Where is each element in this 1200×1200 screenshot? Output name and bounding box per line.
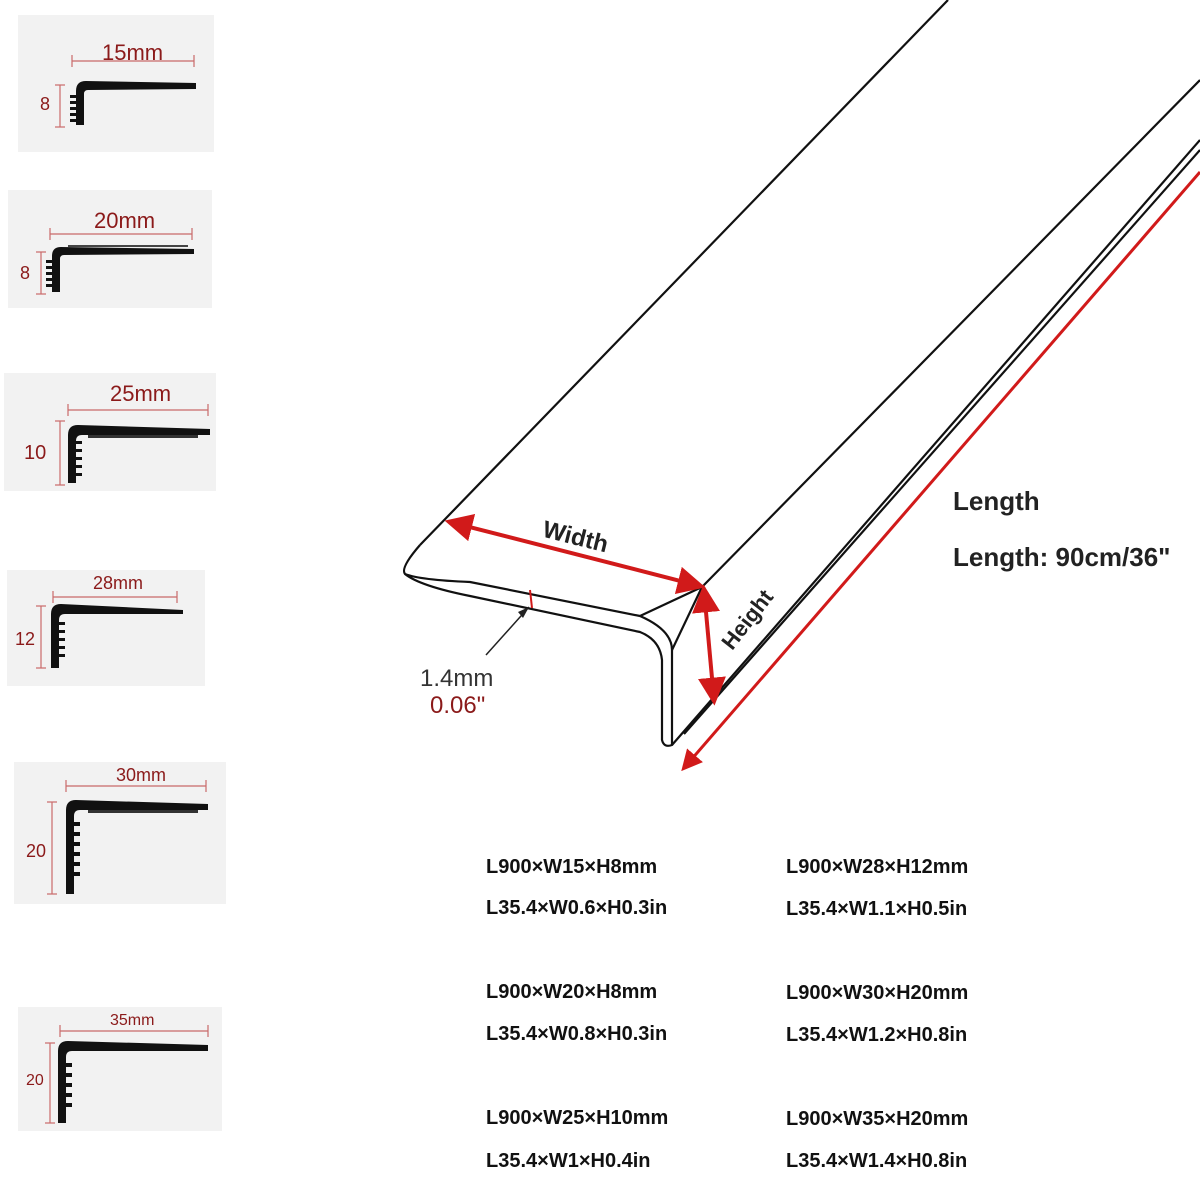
profile-card-35mm: 35mm 20 — [18, 1007, 222, 1131]
spec-in: L35.4×W1.2×H0.8in — [786, 1024, 968, 1046]
length-title: Length — [953, 486, 1040, 516]
profile-width-label: 20mm — [94, 208, 156, 233]
profile-height-label: 12 — [15, 629, 36, 649]
width-arrow — [444, 513, 706, 595]
profile-height-label: 20 — [26, 1072, 44, 1089]
thickness-in-label: 0.06" — [430, 692, 486, 719]
profile-drawing — [55, 404, 210, 486]
spec-mm: L900×W25×H10mm — [486, 1107, 669, 1129]
length-arrow — [681, 171, 1200, 772]
profile-drawing — [47, 780, 208, 895]
spec-mm: L900×W28×H12mm — [786, 856, 969, 878]
strip-outline — [402, 0, 1200, 747]
profile-height-label: 20 — [26, 841, 47, 861]
thickness-mm-label: 1.4mm — [420, 665, 494, 692]
spec-in: L35.4×W1.1×H0.5in — [786, 898, 968, 920]
profile-height-label: 10 — [24, 442, 47, 464]
profile-card-30mm: 30mm 20 — [14, 762, 226, 904]
spec-mm: L900×W20×H8mm — [486, 981, 658, 1003]
profile-width-label: 15mm — [102, 40, 164, 65]
spec-mm: L900×W15×H8mm — [486, 856, 658, 878]
profile-card-28mm: 28mm 12 — [7, 570, 205, 686]
spec-in: L35.4×W1×H0.4in — [486, 1150, 651, 1172]
profile-width-label: 35mm — [110, 1012, 155, 1029]
spec-in: L35.4×W0.8×H0.3in — [486, 1023, 668, 1045]
profile-drawing — [36, 591, 183, 669]
spec-mm: L900×W35×H20mm — [786, 1108, 969, 1130]
profile-width-label: 30mm — [116, 765, 167, 785]
profile-card-15mm: 15mm 8 — [18, 15, 214, 152]
profile-card-20mm: 20mm 8 — [8, 190, 212, 308]
profile-width-label: 28mm — [93, 573, 144, 593]
spec-in: L35.4×W0.6×H0.3in — [486, 897, 668, 919]
spec-mm: L900×W30×H20mm — [786, 982, 969, 1004]
profile-height-label: 8 — [40, 94, 51, 114]
profile-drawing — [45, 1025, 209, 1124]
profile-card-25mm: 25mm 10 — [4, 373, 216, 491]
length-value: Length: 90cm/36" — [953, 542, 1171, 572]
profile-drawing — [55, 55, 196, 128]
profile-drawing — [36, 228, 194, 295]
height-arrow — [692, 584, 726, 706]
profile-height-label: 8 — [20, 263, 31, 283]
spec-in: L35.4×W1.4×H0.8in — [786, 1150, 968, 1172]
angle-strip-drawing — [402, 0, 1200, 772]
profile-width-label: 25mm — [110, 381, 172, 406]
